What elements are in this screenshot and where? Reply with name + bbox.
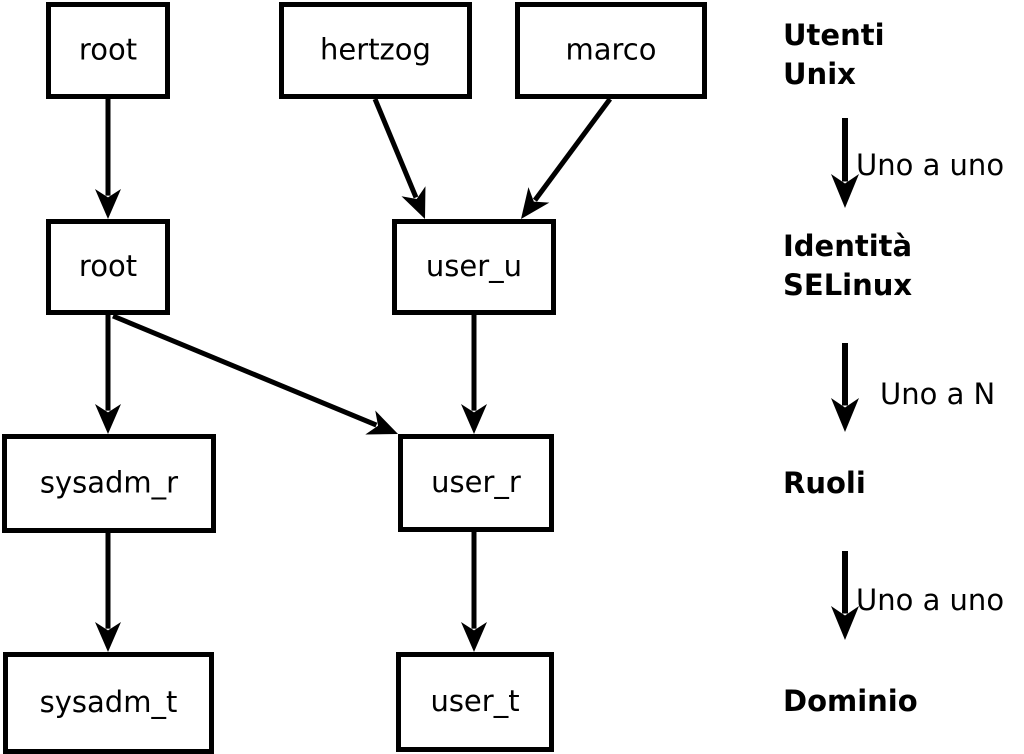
layer-domain: Dominio bbox=[783, 684, 918, 718]
node-id_user_u[interactable]: user_u bbox=[392, 219, 556, 315]
rel-identity-to-roles-label: Uno a N bbox=[880, 377, 995, 411]
layer-selinux-identity-line-0: Identità bbox=[783, 229, 912, 263]
node-unix_root[interactable]: root bbox=[46, 2, 170, 99]
rel-identity-to-roles: Uno a N bbox=[831, 343, 995, 432]
node-id_root[interactable]: root bbox=[46, 219, 170, 315]
node-label-id_root: root bbox=[79, 249, 137, 283]
node-role_user[interactable]: user_r bbox=[398, 434, 554, 532]
node-label-dom_sysadm: sysadm_t bbox=[40, 685, 178, 719]
node-label-unix_marco: marco bbox=[566, 33, 657, 67]
node-label-unix_hertzog: hertzog bbox=[320, 33, 431, 67]
edges-group bbox=[95, 97, 613, 652]
edge-id_root-to-role_user bbox=[112, 313, 398, 435]
layer-roles-line-0: Ruoli bbox=[783, 466, 866, 500]
rel-users-to-identity-label: Uno a uno bbox=[856, 148, 1004, 182]
edge-unix_hertzog-to-id_user_u bbox=[372, 98, 426, 219]
edge-unix_marco-to-id_user_u bbox=[521, 97, 613, 219]
node-dom_sysadm[interactable]: sysadm_t bbox=[3, 652, 214, 754]
node-dom_user[interactable]: user_t bbox=[396, 652, 554, 752]
edge-role_sysadm-to-dom_sysadm bbox=[95, 533, 121, 652]
layer-roles: Ruoli bbox=[783, 466, 866, 500]
rel-roles-to-domain: Uno a uno bbox=[831, 551, 1004, 640]
node-label-unix_root: root bbox=[79, 33, 137, 67]
edge-id_user_u-to-role_user bbox=[461, 315, 487, 434]
nodes-group: root hertzog marco root user_u sysadm_r user_r… bbox=[2, 2, 707, 754]
node-unix_marco[interactable]: marco bbox=[515, 2, 707, 99]
layer-unix-users-line-1: Unix bbox=[783, 57, 856, 91]
node-label-role_user: user_r bbox=[431, 465, 521, 499]
rel-roles-to-domain-label: Uno a uno bbox=[856, 583, 1004, 617]
edge-unix_root-to-id_root bbox=[95, 99, 121, 219]
node-unix_hertzog[interactable]: hertzog bbox=[279, 2, 472, 99]
layer-domain-line-0: Dominio bbox=[783, 684, 918, 718]
edge-role_user-to-dom_user bbox=[461, 532, 487, 652]
node-label-role_sysadm: sysadm_r bbox=[40, 466, 178, 500]
layer-selinux-identity-line-1: SELinux bbox=[783, 268, 912, 302]
rel-users-to-identity: Uno a uno bbox=[831, 118, 1004, 208]
node-role_sysadm[interactable]: sysadm_r bbox=[2, 434, 216, 533]
node-label-id_user_u: user_u bbox=[426, 249, 522, 283]
layer-unix-users-line-0: Utenti bbox=[783, 18, 885, 52]
node-label-dom_user: user_t bbox=[430, 684, 519, 718]
edge-id_root-to-role_sysadm bbox=[95, 315, 121, 434]
